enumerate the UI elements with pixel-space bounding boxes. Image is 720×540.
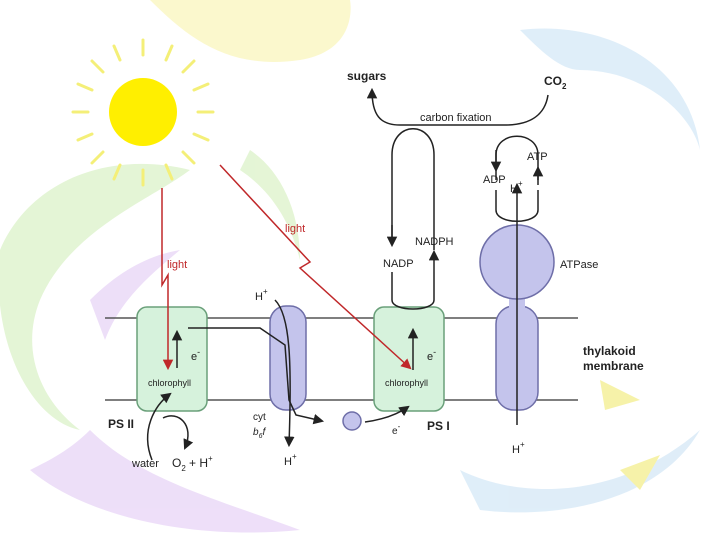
carbon-fixation-label: carbon fixation — [420, 112, 492, 124]
light-label-2: light — [285, 223, 305, 235]
b6f-label: b6f — [253, 427, 266, 440]
diagram-labels: sugars CO2 carbon fixation ATP ADP H+ NA… — [108, 69, 644, 473]
light-arrow-1 — [161, 188, 174, 371]
nadp-label: NADP — [383, 258, 414, 270]
sugars-label: sugars — [347, 69, 387, 83]
atpase-label: ATPase — [560, 259, 598, 271]
e-transfer-label: e- — [392, 422, 401, 437]
sun — [71, 38, 215, 187]
e-ps2-label: e- — [191, 347, 200, 363]
plus-h-label: + H+ — [189, 454, 213, 470]
swirl-yellow-top — [150, 0, 351, 62]
swirl-purple-bottom — [30, 430, 300, 533]
h-cyt-label: H+ — [284, 452, 297, 468]
water-arrow — [146, 392, 172, 461]
chlorophyll-ps1-label: chlorophyll — [385, 378, 428, 388]
water-products-arrow — [162, 415, 194, 450]
water-label: water — [131, 458, 159, 470]
adp-label: ADP — [483, 174, 506, 186]
e-ps1-label: e- — [427, 347, 436, 363]
light-arrow-2 — [219, 164, 412, 370]
plastocyanin — [342, 411, 362, 431]
electron-flow — [171, 327, 419, 425]
swirl-green-center — [240, 150, 300, 260]
cytochrome-b6f — [269, 305, 307, 411]
ps1-label: PS I — [427, 419, 450, 433]
cyt-label: cyt — [253, 412, 266, 423]
o2-label: O2 — [172, 456, 186, 473]
light-label-1: light — [167, 259, 187, 271]
nadp-cycle — [386, 128, 440, 310]
nadph-label: NADPH — [415, 236, 454, 248]
carbon-fixation-path — [366, 87, 549, 126]
h-bottom-right-label: H+ — [512, 440, 525, 456]
swirl-blue-lower-right — [460, 430, 700, 513]
proton-pump-arrow — [274, 299, 295, 448]
membrane-label: membrane — [583, 359, 644, 373]
co2-label: CO2 — [544, 74, 567, 91]
atp-label: ATP — [527, 151, 548, 163]
swirl-yellow-right-2 — [620, 455, 660, 490]
swirl-blue-right — [520, 28, 700, 150]
h-top-label: H+ — [510, 179, 523, 195]
chlorophyll-ps2-label: chlorophyll — [148, 378, 191, 388]
thylakoid-label: thylakoid — [583, 344, 636, 358]
h-lumen-left-label: H+ — [255, 287, 268, 303]
swirl-yellow-right — [600, 380, 640, 410]
photosystem-1 — [373, 306, 445, 412]
swirl-green-left — [0, 163, 190, 430]
ps2-label: PS II — [108, 417, 134, 431]
photosystem-2 — [136, 306, 208, 412]
